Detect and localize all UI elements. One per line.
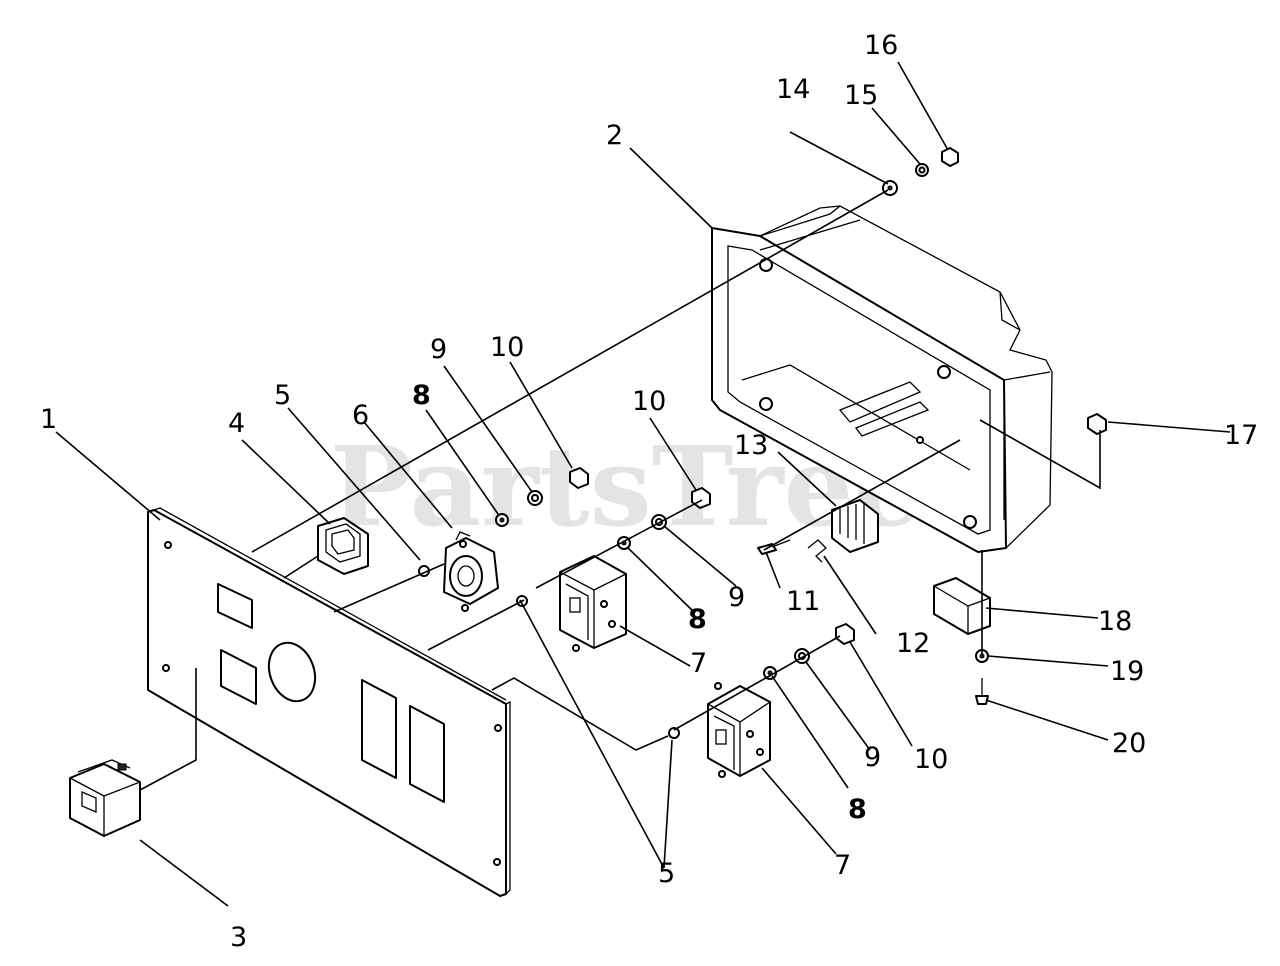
callout-11: 11 xyxy=(786,586,820,617)
part-7-gfci-lower[interactable] xyxy=(707,682,771,778)
leader-lines xyxy=(55,61,1231,907)
callout-6: 6 xyxy=(352,400,369,431)
callout-14: 14 xyxy=(776,74,810,105)
part-6-receptacle[interactable] xyxy=(443,531,499,612)
callout-9b: 9 xyxy=(728,582,745,613)
callout-5a: 5 xyxy=(274,380,291,411)
callout-1: 1 xyxy=(40,404,57,435)
callout-20: 20 xyxy=(1112,728,1146,759)
callout-3: 3 xyxy=(230,922,247,953)
callout-12: 12 xyxy=(896,628,930,659)
part-4-outlet[interactable] xyxy=(317,517,369,575)
callout-7b: 7 xyxy=(834,850,851,881)
callout-8b: 8 xyxy=(688,604,707,635)
callout-5b: 5 xyxy=(658,858,675,889)
callout-10a: 10 xyxy=(490,332,524,363)
callout-labels: 1 2 3 4 5 5 6 7 7 8 8 8 9 9 9 10 10 10 1… xyxy=(40,30,1258,953)
part-1-front-panel[interactable] xyxy=(147,507,511,897)
callout-8c: 8 xyxy=(848,794,867,825)
callout-4: 4 xyxy=(228,408,245,439)
part-7-gfci-upper[interactable] xyxy=(559,555,627,652)
callout-9a: 9 xyxy=(430,334,447,365)
callout-8a: 8 xyxy=(412,380,431,411)
callout-10c: 10 xyxy=(914,744,948,775)
callout-15: 15 xyxy=(844,80,878,111)
hardware-group[interactable] xyxy=(418,147,1107,739)
callout-9c: 9 xyxy=(864,742,881,773)
callout-10b: 10 xyxy=(632,386,666,417)
callout-17: 17 xyxy=(1224,420,1258,451)
part-3-switch[interactable] xyxy=(69,759,141,837)
washer-5c xyxy=(668,727,680,739)
callout-16: 16 xyxy=(864,30,898,61)
callout-19: 19 xyxy=(1110,656,1144,687)
callout-18: 18 xyxy=(1098,606,1132,637)
callout-13: 13 xyxy=(734,430,768,461)
part-2-control-box[interactable] xyxy=(711,205,1053,553)
callout-2: 2 xyxy=(606,120,623,151)
callout-7a: 7 xyxy=(690,648,707,679)
